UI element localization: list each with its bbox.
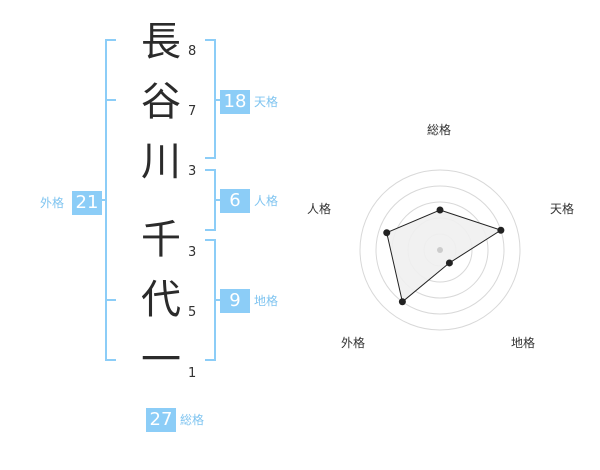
radar-center-dot [437,247,443,253]
jinkaku-label: 人格 [254,194,279,208]
radar-point-4 [398,298,406,306]
radar-axis-label-jinkaku: 人格 [307,202,332,216]
radar-axis-label-chikaku: 地格 [511,336,536,350]
soukaku-label: 総格 [180,413,205,427]
radar-axis-label-tenkaku: 天格 [550,202,575,216]
name-char-1: 長 [141,19,181,65]
radar-ring-4 [375,185,505,315]
gaikaku-badge: 21 [72,191,102,215]
name-char-6: 一 [141,337,181,383]
tenkaku-label: 天格 [254,95,279,109]
radar-point-1 [436,206,444,214]
stroke-count-4: 3 [188,245,197,260]
name-char-5: 代 [141,277,181,323]
radar-point-5 [383,229,391,237]
radar-axis-label-gaikaku: 外格 [341,336,366,350]
chikaku-badge: 9 [220,289,250,313]
stroke-count-6: 1 [188,366,197,381]
name-char-2: 谷 [141,79,181,125]
radar-point-3 [445,259,453,267]
stroke-count-1: 8 [188,44,197,59]
stroke-count-5: 5 [188,305,197,320]
tenkaku-badge: 18 [220,90,250,114]
stroke-count-2: 7 [188,104,197,119]
radar-point-2 [497,226,505,234]
chikaku-label: 地格 [254,294,279,308]
radar-ring-5 [359,169,521,331]
name-char-4: 千 [141,217,181,263]
stroke-count-3: 3 [188,164,197,179]
gaikaku-label: 外格 [40,196,65,210]
radar-axis-label-soukaku: 総格 [427,123,452,137]
jinkaku-badge: 6 [220,189,250,213]
soukaku-badge: 27 [146,408,176,432]
radar-data-polygon [386,209,503,303]
name-char-3: 川 [141,139,181,185]
